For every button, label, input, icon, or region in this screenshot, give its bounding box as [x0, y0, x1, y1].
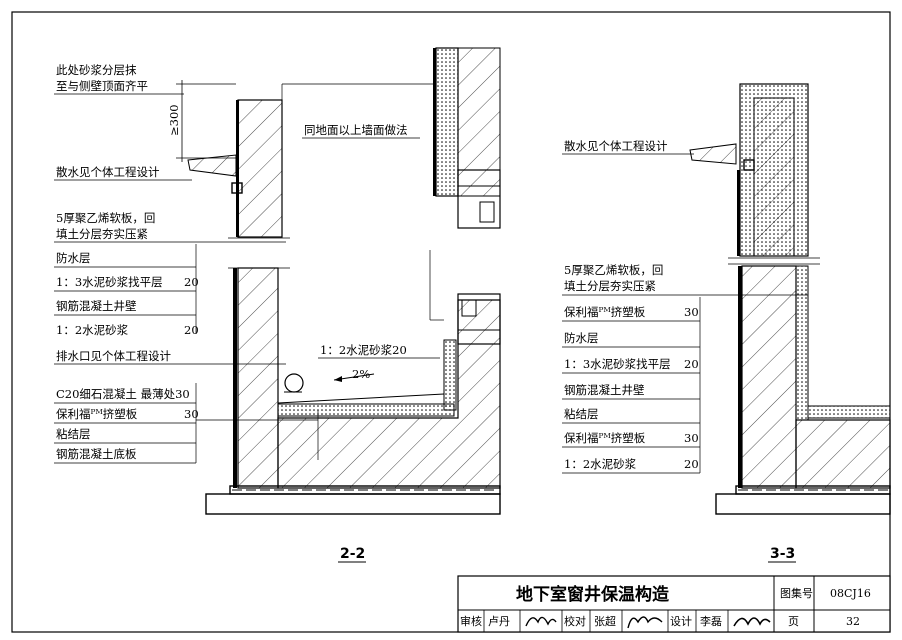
- side-wall-lower: [237, 267, 279, 489]
- floor-layer-3: 粘结层: [56, 427, 91, 441]
- note-apron-2-2: 散水见个体工程设计: [56, 165, 160, 179]
- dim-300: ≥300: [167, 104, 181, 136]
- checker-signature: [627, 616, 663, 629]
- section-3-3-labels: 散水见个体工程设计 5厚聚乙烯软板，回 填土分层夯实压紧 保利福ᴾᴹ挤塑板 30…: [562, 139, 808, 563]
- designer-signature: [733, 617, 771, 627]
- pit-layer-list: 保利福ᴾᴹ挤塑板 30 防水层 1：3水泥砂浆找平层 20 钢筋混凝土井壁 粘结…: [562, 297, 701, 474]
- section-2-2-drawing: [176, 47, 501, 515]
- floor-layer-2: 保利福ᴾᴹ挤塑板: [56, 407, 138, 421]
- pit-wall-lower: [741, 265, 797, 489]
- note-mortar-top-2: 至与侧壁顶面齐平: [56, 79, 148, 93]
- note-drain: 排水口见个体工程设计: [56, 349, 171, 363]
- base-3-3: [715, 493, 891, 515]
- floor-layer-4: 钢筋混凝土底板: [56, 447, 137, 461]
- section-label-2-2: 2-2: [340, 546, 365, 562]
- pit-layer-3: 1：3水泥砂浆找平层: [564, 357, 671, 371]
- reviewer-name: 卢丹: [488, 615, 510, 628]
- page-label: 页: [788, 615, 799, 628]
- wall-layer-4: 1：2水泥砂浆: [56, 323, 129, 337]
- floor-layer-list: C20细石混凝土 最薄处30 保利福ᴾᴹ挤塑板 30 粘结层 钢筋混凝土底板: [54, 383, 319, 464]
- pit-layer-4: 钢筋混凝土井壁: [564, 383, 645, 397]
- apron-3-3: [689, 143, 737, 165]
- note-mortar20: 1：2水泥砂浆20: [320, 343, 407, 357]
- window-frame-upper: [457, 169, 501, 229]
- pit-layer-6-thk: 30: [684, 431, 699, 445]
- atlas-no: 08CJ16: [830, 587, 871, 600]
- apron-2-2: [187, 154, 237, 177]
- designer-name: 李磊: [700, 614, 722, 628]
- wall-layer-2: 1：3水泥砂浆找平层: [56, 275, 163, 289]
- page-no: 32: [846, 615, 860, 628]
- floor-slab: [277, 299, 501, 489]
- drawing-title: 地下室窗井保温构造: [516, 584, 670, 605]
- floor-layer-1: C20细石混凝土 最薄处30: [56, 387, 190, 401]
- pit-layer-1-thk: 30: [684, 305, 699, 319]
- section-2-2-labels: 此处砂浆分层抹 至与侧壁顶面齐平 ≥300 同地面以上墙面做法 散水见个体工程设…: [54, 63, 440, 563]
- floor-layer-2-thk: 30: [184, 407, 199, 421]
- sheet-frame: [11, 11, 891, 633]
- checker-name: 张超: [594, 614, 616, 628]
- check-label: 校对: [564, 614, 586, 628]
- note-apron-3-3: 散水见个体工程设计: [564, 139, 668, 153]
- building-wall-upper: [435, 47, 459, 197]
- wall-layer-list: 防水层 1：3水泥砂浆找平层 20 钢筋混凝土井壁 1：2水泥砂浆 20: [54, 244, 199, 337]
- title-block: 地下室窗井保温构造 图集号 08CJ16 页 32 审核 卢丹 校对 张超 设计…: [457, 575, 891, 633]
- window-frame-lower: [457, 293, 501, 345]
- section-label-3-3: 3-3: [770, 546, 795, 562]
- reviewer-signature: [525, 616, 557, 627]
- review-label: 审核: [460, 614, 482, 628]
- wall-layer-4-thk: 20: [184, 323, 199, 337]
- design-label: 设计: [670, 615, 692, 628]
- note-eps-3-3-1: 5厚聚乙烯软板，回: [564, 263, 663, 277]
- note-eps-2-2-1: 5厚聚乙烯软板，回: [56, 211, 155, 225]
- wall-layer-2-thk: 20: [184, 275, 199, 289]
- pit-layer-1: 保利福ᴾᴹ挤塑板: [564, 305, 646, 319]
- wall-insulation: [443, 339, 457, 411]
- pit-layer-6: 保利福ᴾᴹ挤塑板: [564, 431, 646, 445]
- base-2-2: [205, 493, 501, 515]
- note-mortar-top-1: 此处砂浆分层抹: [56, 63, 137, 77]
- note-same-wall: 同地面以上墙面做法: [304, 123, 408, 137]
- floor-insulation: [277, 403, 455, 417]
- atlas-no-label: 图集号: [780, 586, 813, 600]
- note-eps-3-3-2: 填土分层夯实压紧: [564, 279, 656, 293]
- pit-layer-3-thk: 20: [684, 357, 699, 371]
- note-slope: 2%: [352, 367, 370, 381]
- wall-layer-3: 钢筋混凝土井壁: [56, 299, 137, 313]
- pit-layer-7-thk: 20: [684, 457, 699, 471]
- side-wall-upper: [237, 99, 283, 238]
- drain-outlet: [284, 373, 304, 393]
- wall-layer-1: 防水层: [56, 251, 91, 265]
- note-eps-2-2-2: 填土分层夯实压紧: [56, 227, 148, 241]
- section-3-3-drawing: [689, 83, 891, 515]
- pit-layer-2: 防水层: [564, 331, 599, 345]
- pit-layer-5: 粘结层: [564, 407, 599, 421]
- pit-layer-7: 1：2水泥砂浆: [564, 457, 637, 471]
- pit-floor-3-3: [795, 419, 891, 489]
